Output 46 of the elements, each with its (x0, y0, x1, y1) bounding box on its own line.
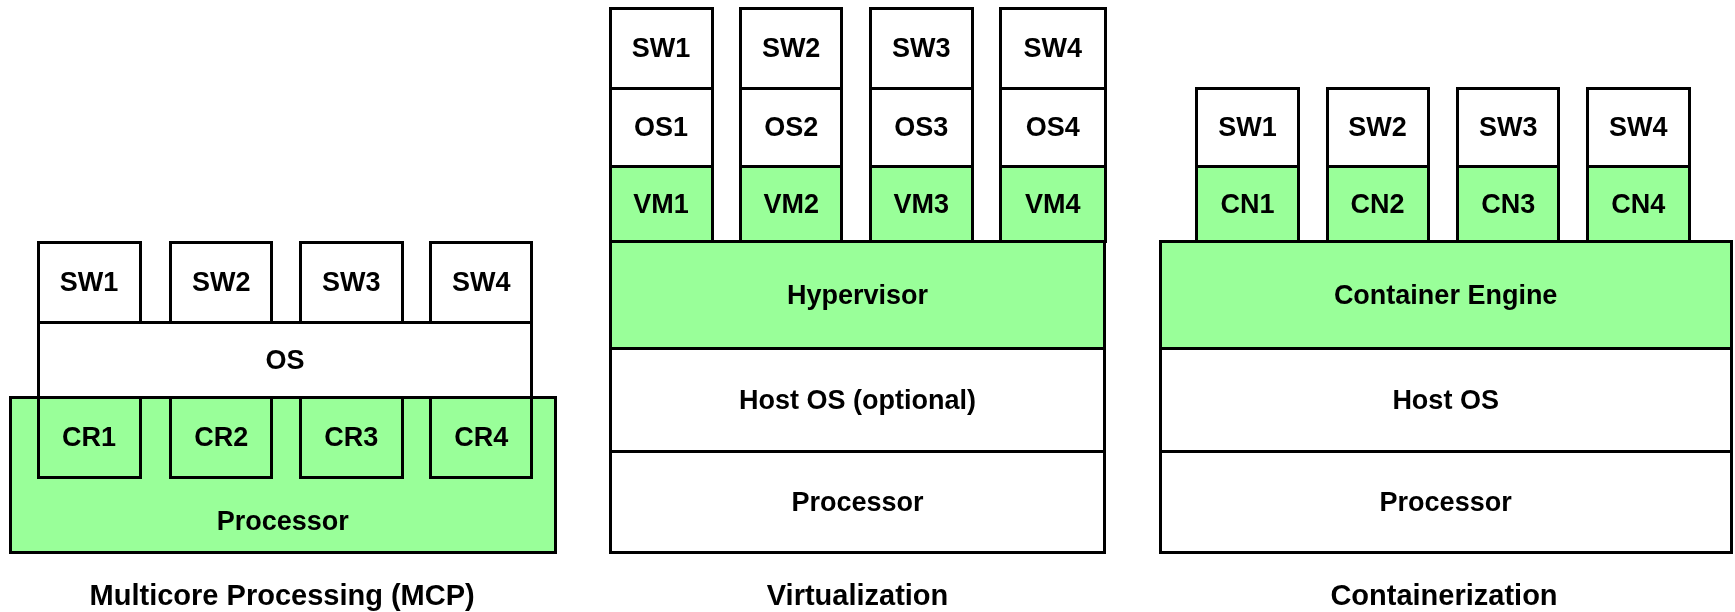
layer-label: SW2 (761, 33, 821, 65)
core-box (169, 396, 274, 480)
panel-caption: Containerization (1330, 578, 1558, 612)
layer-label: VM1 (633, 188, 689, 220)
layer-label: Processor (791, 486, 924, 518)
core-box (298, 396, 404, 480)
layer-label: Host OS (optional) (739, 385, 976, 417)
layer-label: CN2 (1350, 188, 1405, 220)
layer-label: Processor (216, 506, 349, 538)
processor-layer (8, 396, 557, 555)
processor-layer (1158, 450, 1733, 555)
layer-label: SW2 (1348, 112, 1407, 144)
layer-label: SW1 (1218, 112, 1277, 144)
layer-label: CR4 (454, 422, 509, 454)
layer-label: SW1 (631, 33, 691, 65)
layer-label: VM3 (893, 188, 949, 220)
layer-label: SW4 (1608, 112, 1668, 144)
layer-label: SW3 (322, 267, 381, 299)
layer-label: Processor (1379, 486, 1512, 518)
layer-label: SW3 (891, 33, 951, 65)
layer-label: VM2 (763, 188, 819, 220)
layer-label: CN3 (1481, 188, 1536, 220)
layer-label: SW1 (59, 267, 119, 299)
panel-caption: Multicore Processing (MCP) (89, 578, 475, 612)
layer-label: CR3 (324, 422, 379, 454)
layer-label: SW3 (1478, 112, 1538, 144)
layer-label: CN4 (1611, 188, 1666, 220)
layer-label: OS (265, 344, 305, 376)
layer-label: OS3 (894, 112, 949, 144)
layer-label: CR2 (194, 422, 249, 454)
layer-label: Host OS (1392, 385, 1499, 417)
layer-label: SW4 (1023, 33, 1083, 65)
processor-layer (608, 450, 1107, 555)
layer-label: VM4 (1025, 188, 1081, 220)
core-box (36, 396, 142, 480)
panel-caption: Virtualization (766, 578, 949, 612)
layer-label: OS2 (764, 112, 819, 144)
layer-label: SW4 (452, 267, 511, 299)
core-box (429, 396, 534, 480)
layer-label: OS1 (634, 112, 689, 144)
layer-label: Hypervisor (787, 279, 929, 311)
layer-label: CR1 (62, 422, 117, 454)
layer-label: OS4 (1025, 112, 1080, 144)
layer-label: SW2 (192, 267, 251, 299)
layer-label: Container Engine (1333, 279, 1558, 311)
layer-label: CN1 (1220, 188, 1275, 220)
